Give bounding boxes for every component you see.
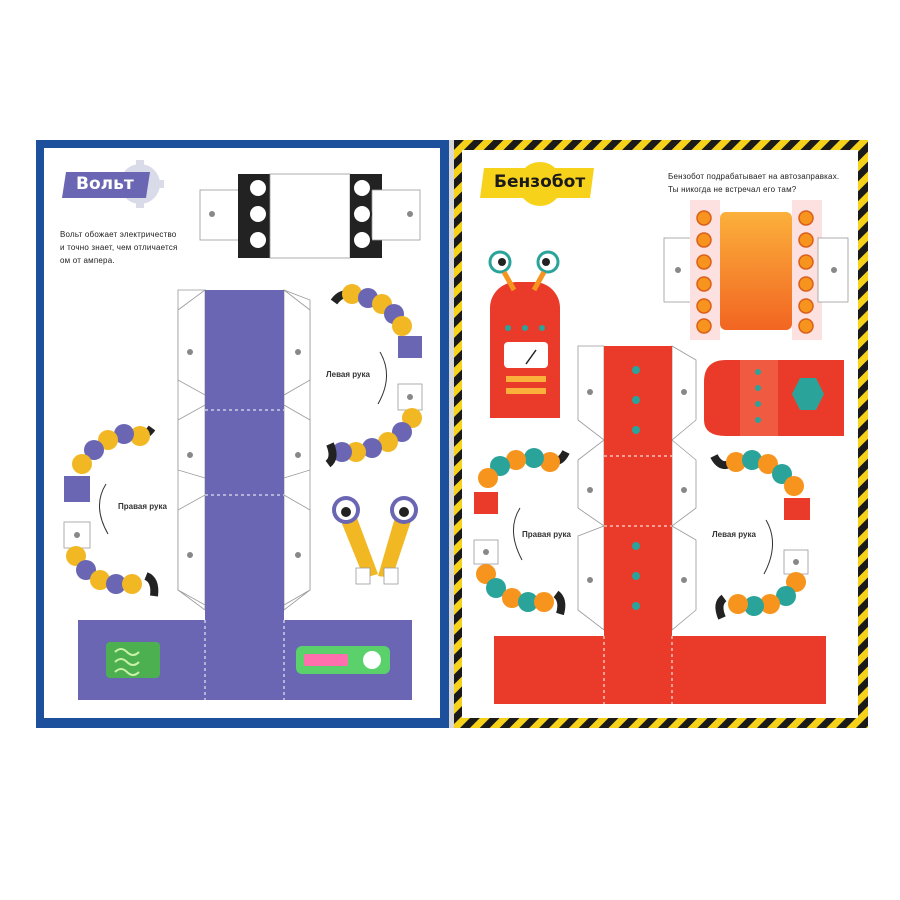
- benzo-intro-line-1: Бензобот подрабатывает на автозаправках.: [668, 172, 840, 181]
- arrow-benzo-left-arm: [763, 519, 773, 575]
- benzo-right-arm-label: Правая рука: [522, 530, 571, 539]
- benzo-mini-robot: [488, 250, 560, 418]
- circuit-panel: [106, 642, 160, 678]
- volt-intro-line-2: и точно знает, чем отличается: [60, 243, 178, 252]
- benzo-title-badge: [480, 162, 594, 206]
- arrow-left-arm: [377, 351, 387, 405]
- benzo-head-piece: [663, 200, 849, 340]
- benzo-body-net: [577, 345, 697, 636]
- volt-left-arm-label: Левая рука: [326, 370, 370, 379]
- benzo-base: [494, 636, 826, 704]
- arrow-benzo-right-arm: [513, 507, 523, 561]
- volt-base: [78, 620, 412, 700]
- volt-body-net: [177, 289, 311, 620]
- volt-head-piece: [199, 173, 421, 259]
- volt-title-badge: [62, 160, 164, 208]
- volt-eye-stalks: [332, 496, 418, 585]
- benzo-right-arm: [473, 448, 570, 616]
- arrow-right-arm: [99, 483, 109, 535]
- benzo-intro-line-2: Ты никогда не встречал его там?: [668, 185, 797, 194]
- volt-intro-text: Вольт обожает электричество и точно знае…: [60, 228, 230, 267]
- volt-intro-line-3: ом от ампера.: [60, 256, 115, 265]
- volt-right-arm-label: Правая рука: [118, 502, 167, 511]
- benzo-left-arm: [710, 450, 810, 620]
- volt-left-arm: [330, 284, 422, 358]
- volt-right-arm: [63, 424, 159, 597]
- book-spine: [449, 140, 454, 728]
- left-page: [36, 140, 452, 728]
- volt-title: Вольт: [76, 174, 134, 194]
- volt-right-arm-lower: [325, 383, 423, 468]
- right-page: [452, 140, 868, 728]
- benzo-nozzle-piece: [704, 360, 844, 436]
- volt-intro-line-1: Вольт обожает электричество: [60, 230, 177, 239]
- benzo-intro-text: Бензобот подрабатывает на автозаправках.…: [668, 170, 858, 196]
- benzo-left-arm-label: Левая рука: [712, 530, 756, 539]
- benzo-title: Бензобот: [494, 172, 586, 192]
